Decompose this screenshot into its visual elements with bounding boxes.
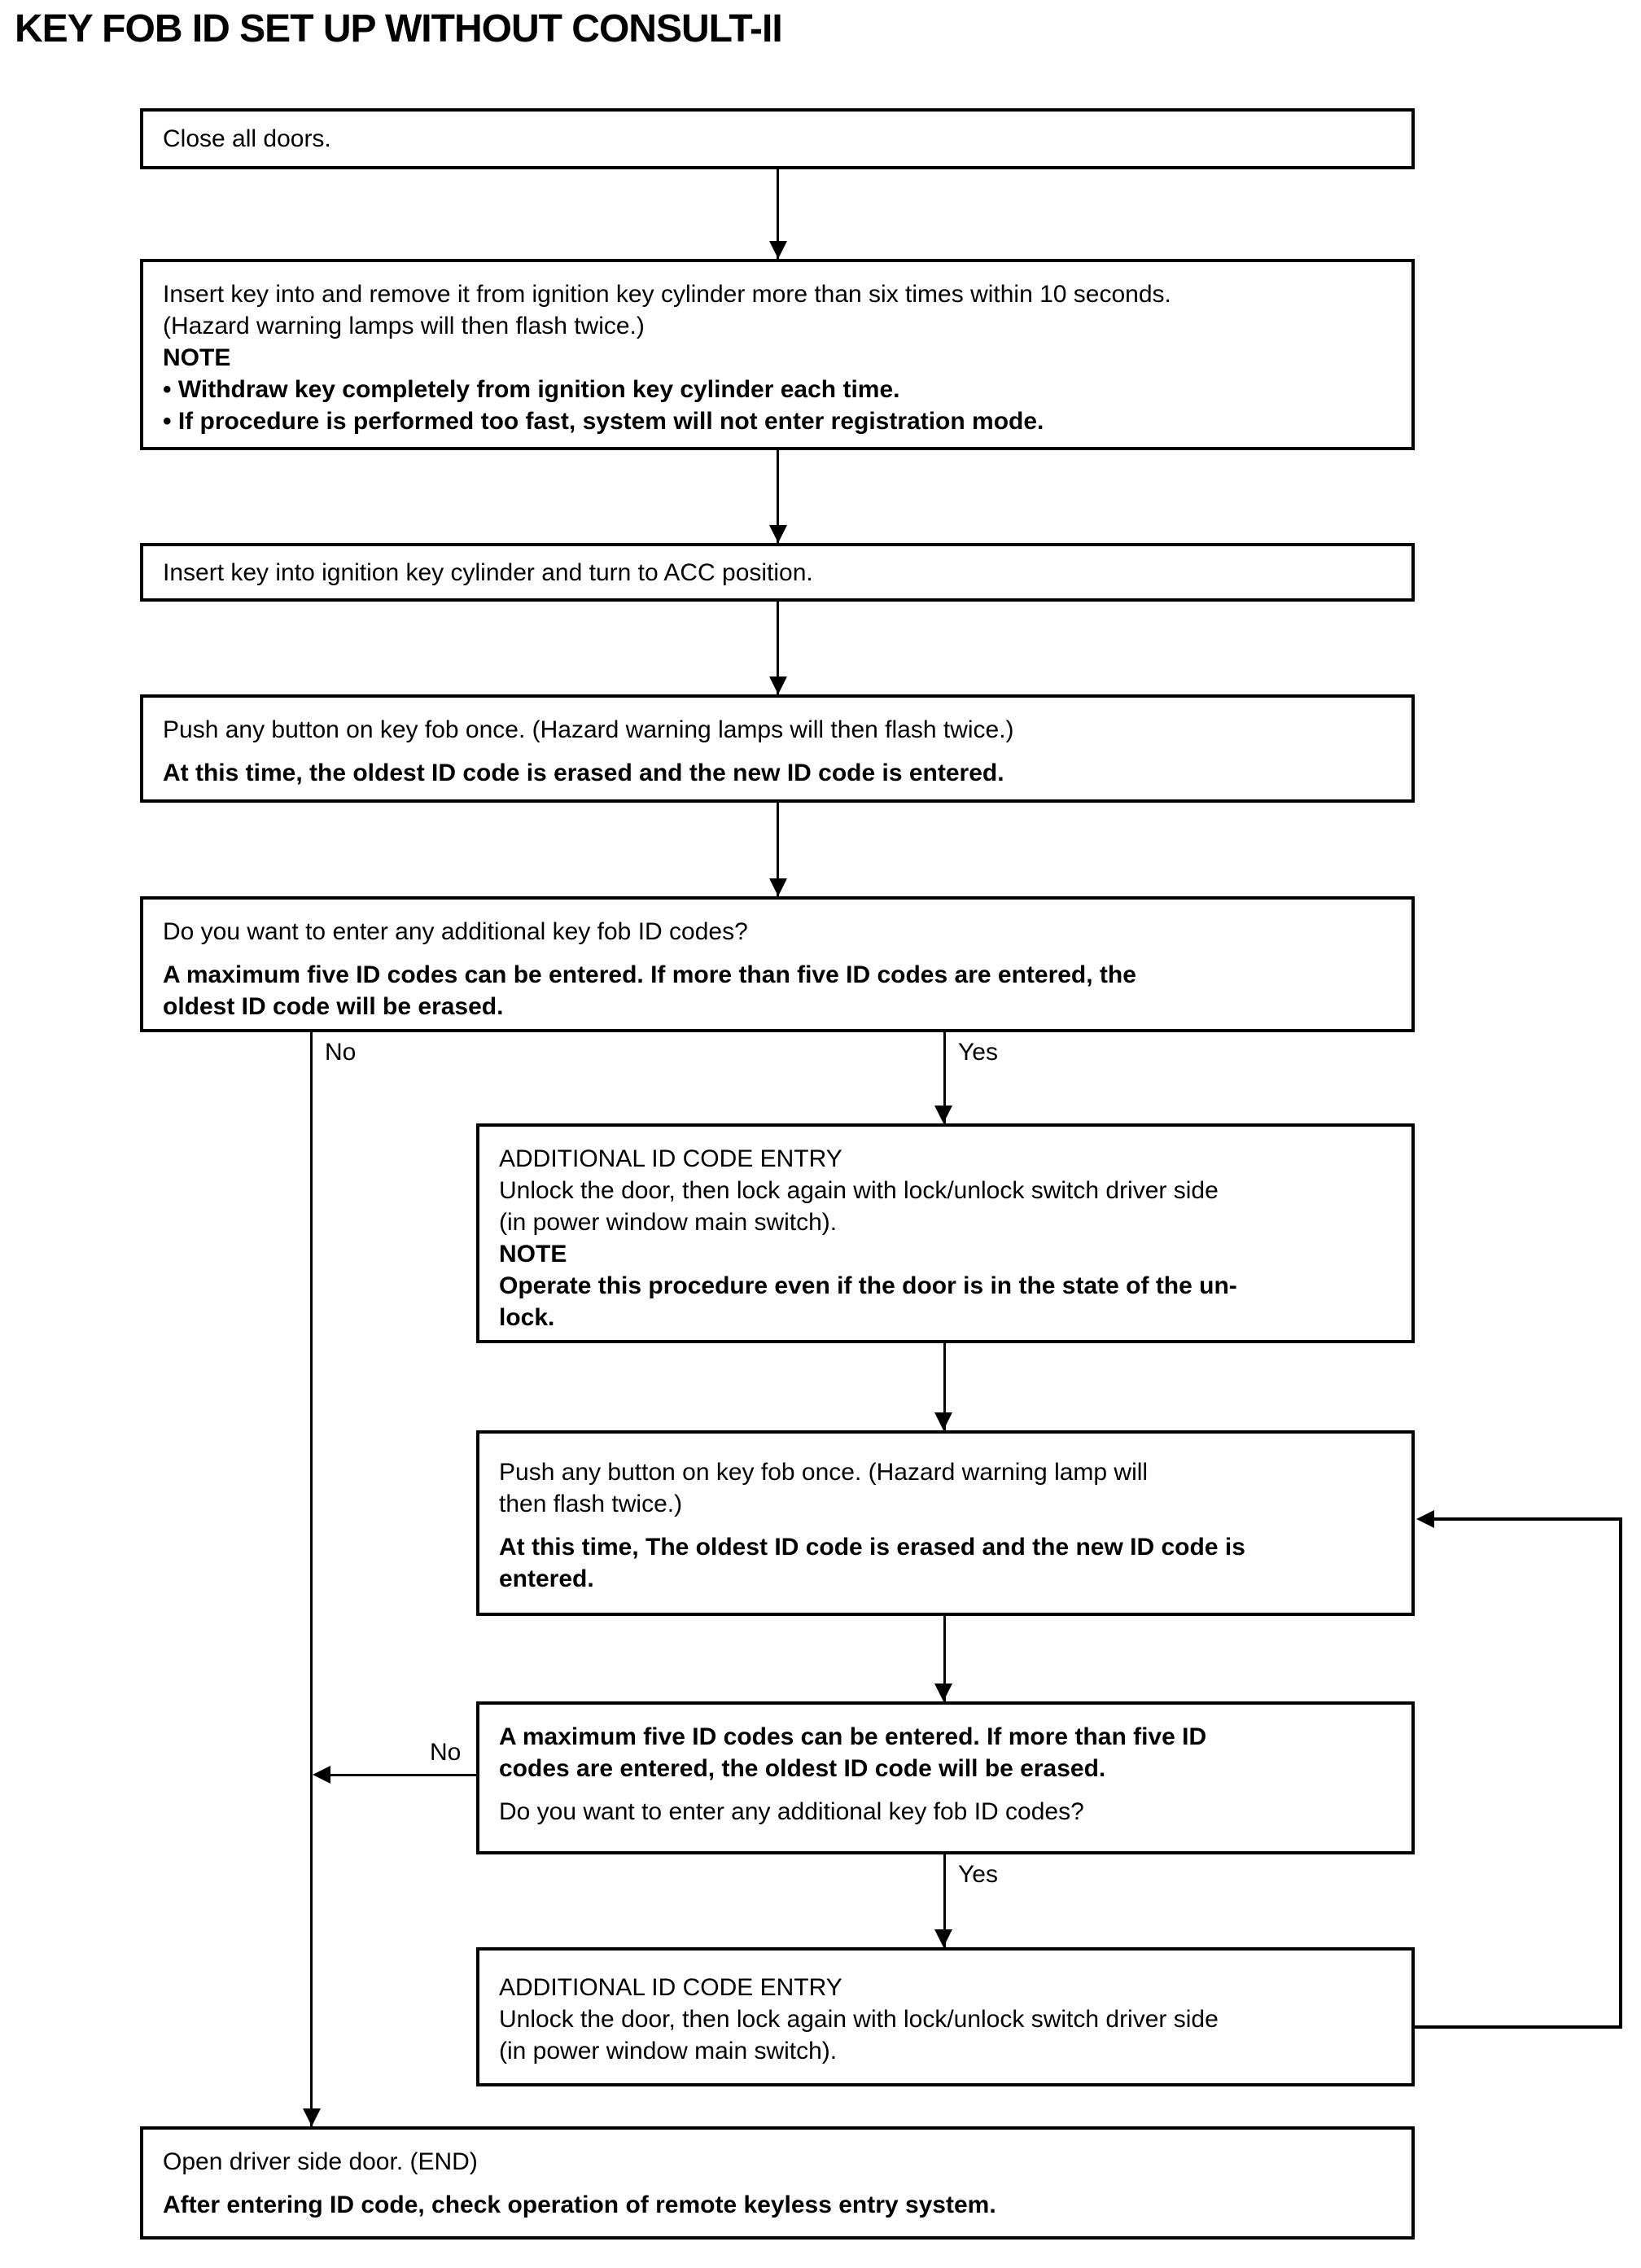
box-text-line: entered.: [499, 1565, 594, 1592]
box-text-line: A maximum five ID codes can be entered. …: [499, 1723, 1207, 1750]
box-text-line: (in power window main switch).: [499, 2038, 838, 2064]
connector-acc-to-push: [777, 602, 779, 694]
flow-box-turn-acc: Insert key into ignition key cylinder an…: [140, 543, 1415, 602]
box-text-line: then flash twice.): [499, 1491, 683, 1517]
arrowhead-down: [934, 1412, 952, 1430]
connector-insert-to-acc: [777, 450, 779, 543]
box-text-line: At this time, the oldest ID code is eras…: [163, 760, 1004, 786]
box-text-line: NOTE: [499, 1241, 567, 1268]
arrowhead-left: [313, 1766, 330, 1784]
arrowhead-down: [769, 676, 787, 694]
box-text-line: At this time, The oldest ID code is eras…: [499, 1534, 1245, 1561]
box-text-line: Do you want to enter any additional key …: [499, 1798, 1084, 1825]
connector-yes-loop: [943, 1854, 946, 1947]
branch-label-yes-loop: Yes: [958, 1861, 998, 1888]
arrowhead-down: [769, 525, 787, 543]
connector-loop-bottom: [1415, 2025, 1622, 2029]
branch-label-no-loop: No: [430, 1739, 462, 1766]
box-text-line: • Withdraw key completely from ignition …: [163, 376, 900, 403]
box-text-line: codes are entered, the oldest ID code wi…: [499, 1755, 1106, 1782]
box-text-line: Open driver side door. (END): [163, 2148, 478, 2175]
branch-label-yes: Yes: [958, 1039, 998, 1066]
flow-box-insert-remove-key: Insert key into and remove it from ignit…: [140, 259, 1415, 450]
box-text-line: Unlock the door, then lock again with lo…: [499, 2006, 1219, 2033]
box-text-line: Do you want to enter any additional key …: [163, 918, 748, 945]
connector-push2-to-question2: [943, 1616, 946, 1701]
box-text-line: After entering ID code, check operation …: [163, 2191, 996, 2218]
flow-box-additional-question: Do you want to enter any additional key …: [140, 896, 1415, 1032]
flow-box-additional-entry-1: ADDITIONAL ID CODE ENTRY Unlock the door…: [476, 1123, 1415, 1343]
arrowhead-down: [934, 1106, 952, 1123]
connector-no-loop: [327, 1774, 476, 1776]
page-title: KEY FOB ID SET UP WITHOUT CONSULT-II: [15, 7, 783, 50]
arrowhead-down: [303, 2108, 321, 2126]
connector-push-to-question: [777, 803, 779, 896]
connector-yes-branch: [943, 1032, 946, 1123]
flow-box-push-button-loop: Push any button on key fob once. (Hazard…: [476, 1430, 1415, 1616]
box-text-line: Operate this procedure even if the door …: [499, 1272, 1237, 1299]
connector-entry1-to-push2: [943, 1343, 946, 1430]
box-text-line: NOTE: [163, 344, 231, 371]
arrowhead-down: [769, 241, 787, 259]
box-text-line: • If procedure is performed too fast, sy…: [163, 408, 1044, 435]
box-text-line: Unlock the door, then lock again with lo…: [499, 1177, 1219, 1204]
box-text-line: ADDITIONAL ID CODE ENTRY: [499, 1974, 842, 2001]
flow-box-push-button-first: Push any button on key fob once. (Hazard…: [140, 694, 1415, 803]
flow-box-additional-entry-2: ADDITIONAL ID CODE ENTRY Unlock the door…: [476, 1947, 1415, 2086]
box-text-line: Push any button on key fob once. (Hazard…: [163, 716, 1014, 743]
box-text-line: Insert key into and remove it from ignit…: [163, 281, 1171, 308]
box-text-line: oldest ID code will be erased.: [163, 993, 504, 1020]
flow-box-close-doors: Close all doors.: [140, 108, 1415, 169]
flow-box-open-door-end: Open driver side door. (END) After enter…: [140, 2126, 1415, 2240]
box-text-line: (in power window main switch).: [499, 1209, 838, 1236]
arrowhead-down: [934, 1929, 952, 1947]
box-text-line: ADDITIONAL ID CODE ENTRY: [499, 1145, 842, 1172]
box-text-line: lock.: [499, 1304, 555, 1331]
box-text-line: Push any button on key fob once. (Hazard…: [499, 1459, 1149, 1486]
arrowhead-down: [934, 1683, 952, 1701]
box-text-line: (Hazard warning lamps will then flash tw…: [163, 313, 645, 339]
branch-label-no: No: [325, 1039, 357, 1066]
arrowhead-left: [1416, 1510, 1434, 1528]
connector-loop-right: [1619, 1517, 1622, 2029]
box-text-line: A maximum five ID codes can be entered. …: [163, 961, 1136, 988]
box-text-line: Close all doors.: [163, 125, 331, 152]
connector-loop-top: [1431, 1517, 1622, 1521]
connector-no-branch: [310, 1032, 313, 2126]
arrowhead-down: [769, 878, 787, 896]
connector-close-to-insert: [777, 168, 779, 259]
flow-box-max-codes-question: A maximum five ID codes can be entered. …: [476, 1701, 1415, 1854]
box-text-line: Insert key into ignition key cylinder an…: [163, 558, 813, 586]
